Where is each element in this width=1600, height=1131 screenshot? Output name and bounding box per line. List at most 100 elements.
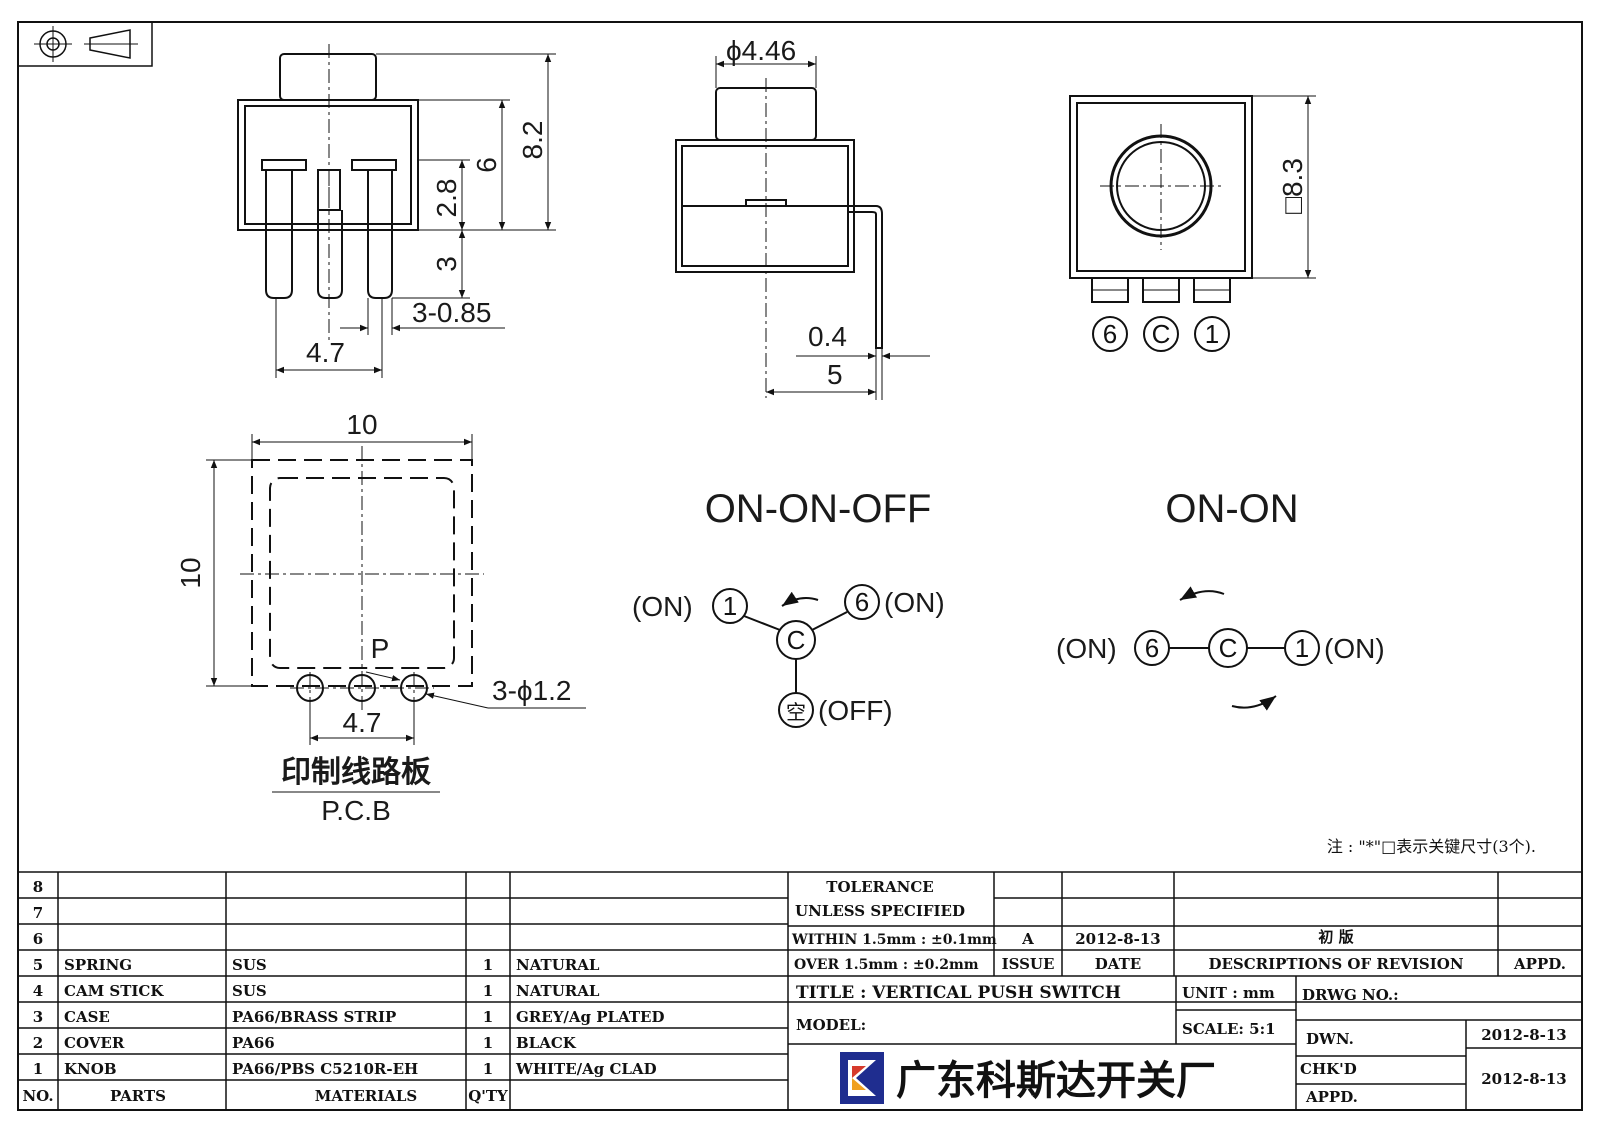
company-name: 广东科斯达开关厂	[896, 1058, 1216, 1104]
drawing-frame	[17, 21, 1583, 1111]
bom-cell-part: COVER	[64, 1034, 125, 1052]
title-block-grid	[18, 871, 1582, 1110]
drwg-no-label: DRWG NO.:	[1302, 986, 1399, 1004]
bom-cell-no: 4	[33, 982, 43, 1000]
appd-label-2: APPD.	[1305, 1088, 1358, 1106]
bom-cell-material: SUS	[232, 956, 267, 974]
dim-total-height: 8.2	[517, 121, 548, 160]
bom-cell-part: CASE	[64, 1008, 110, 1026]
dim-hole-pitch: 4.7	[343, 707, 382, 738]
side-view	[675, 87, 883, 349]
projection-symbol-icon	[17, 21, 153, 67]
side-view-dimensions	[715, 56, 930, 400]
chkd-date: 2012-8-13	[1481, 1070, 1567, 1088]
bom-cell-no: 7	[33, 904, 43, 922]
pin-label-1: 1	[1205, 319, 1219, 349]
dim-pcb-p: P	[371, 633, 390, 664]
sch-left-pin-empty: 空	[786, 700, 806, 724]
bom-cell-material: SUS	[232, 982, 267, 1000]
bom-cell-material: PA66	[232, 1034, 275, 1052]
dim-pin-thickness: 0.4	[808, 321, 847, 352]
pcb-dimensions	[206, 434, 586, 793]
sch-left-on-left: (ON)	[632, 591, 693, 622]
bom-cell-qty: 1	[483, 982, 493, 1000]
bom-cell-material: PA66/PBS C5210R-EH	[232, 1060, 418, 1078]
bom-cell-no: 1	[33, 1060, 43, 1078]
top-view-centerline	[1100, 124, 1222, 250]
front-view	[237, 53, 419, 299]
pin-label-c: C	[1152, 319, 1171, 349]
pin-label-6: 6	[1103, 319, 1117, 349]
schematic-left	[712, 584, 880, 728]
bom-cell-no: 5	[33, 956, 43, 974]
issue-value: A	[1021, 930, 1034, 948]
pcb-centerline	[240, 446, 484, 712]
dim-pcb-height: 10	[175, 557, 206, 588]
drawing-title: TITLE : VERTICAL PUSH SWITCH	[796, 983, 1121, 1003]
bom-cell-part: KNOB	[64, 1060, 117, 1078]
bom-cell-qty: 1	[483, 1060, 493, 1078]
sch-left-on-right: (ON)	[884, 587, 945, 618]
dim-body-square: □8.3	[1277, 158, 1308, 214]
dim-pcb-width: 10	[346, 409, 377, 440]
tolerance-within: WITHIN 1.5mm : ±0.1mm	[791, 932, 997, 948]
bom-header-materials: MATERIALS	[315, 1087, 418, 1105]
dim-hole-dia: 3-ϕ1.2	[492, 675, 572, 706]
sch-left-pin1: 1	[723, 591, 737, 621]
bom-cell-finish: NATURAL	[516, 956, 600, 974]
chkd-label: CHK'D	[1300, 1060, 1357, 1078]
top-view-pin-labels	[1092, 316, 1230, 352]
sch-right-pinc: C	[1219, 633, 1238, 663]
pcb-label-cn: 印制线路板	[281, 755, 431, 790]
scale-label: SCALE: 5:1	[1182, 1020, 1276, 1038]
schematic-left-title: ON-ON-OFF	[705, 487, 932, 531]
bom-cell-qty: 1	[483, 1008, 493, 1026]
tolerance-line2: UNLESS SPECIFIED	[795, 902, 965, 920]
front-view-dimensions	[275, 53, 556, 378]
sch-right-on-right: (ON)	[1324, 633, 1385, 664]
dim-body-height: 6	[471, 157, 502, 173]
issue-label: ISSUE	[1002, 955, 1055, 973]
sch-right-pin1: 1	[1295, 633, 1309, 663]
sch-right-on-left: (ON)	[1056, 633, 1117, 664]
schematic-right-title: ON-ON	[1165, 487, 1298, 531]
bom-cell-material: PA66/BRASS STRIP	[232, 1008, 396, 1026]
bom-cell-qty: 1	[483, 956, 493, 974]
bom-cell-finish: WHITE/Ag CLAD	[515, 1060, 657, 1078]
bom-cell-part: CAM STICK	[64, 982, 164, 1000]
model-label: MODEL:	[796, 1016, 866, 1034]
sch-left-pinc: C	[787, 625, 806, 655]
appd-label: APPD.	[1513, 955, 1566, 973]
tolerance-over: OVER 1.5mm : ±0.2mm	[794, 957, 979, 973]
dim-knob-dia: ϕ4.46	[726, 35, 796, 66]
bom-header-parts: PARTS	[110, 1087, 166, 1105]
top-view-dimensions	[1252, 95, 1316, 279]
dim-pin-pitch: 4.7	[306, 337, 345, 368]
dim-lower-height: 2.8	[431, 179, 462, 218]
pcb-label-en: P.C.B	[321, 795, 391, 826]
tolerance-line1: TOLERANCE	[826, 878, 933, 896]
dwn-label: DWN.	[1306, 1030, 1354, 1048]
sch-left-pin6: 6	[855, 587, 869, 617]
bom-cell-finish: GREY/Ag PLATED	[516, 1008, 665, 1026]
issue-date: 2012-8-13	[1075, 930, 1161, 948]
dim-pin-offset: 5	[827, 359, 843, 390]
bom-cell-no: 6	[33, 930, 43, 948]
bom-header-no: NO.	[22, 1087, 53, 1105]
bom-cell-no: 3	[33, 1008, 43, 1026]
bom-header-qty: Q'TY	[468, 1087, 508, 1105]
drawing-note: 注 : "*"□表示关键尺寸(3个).	[1327, 837, 1536, 856]
bom-cell-no: 2	[33, 1034, 43, 1052]
bom-cell-qty: 1	[483, 1034, 493, 1052]
dim-pin-length: 3	[431, 256, 462, 272]
date-label: DATE	[1095, 955, 1141, 973]
schematic-right	[1134, 586, 1320, 711]
revision-text: 初 版	[1318, 928, 1353, 946]
bom-cell-finish: BLACK	[516, 1034, 577, 1052]
company-logo-icon	[840, 1052, 884, 1104]
sch-left-off: (OFF)	[818, 695, 893, 726]
bom-cell-finish: NATURAL	[516, 982, 600, 1000]
bom-cell-part: SPRING	[64, 956, 132, 974]
